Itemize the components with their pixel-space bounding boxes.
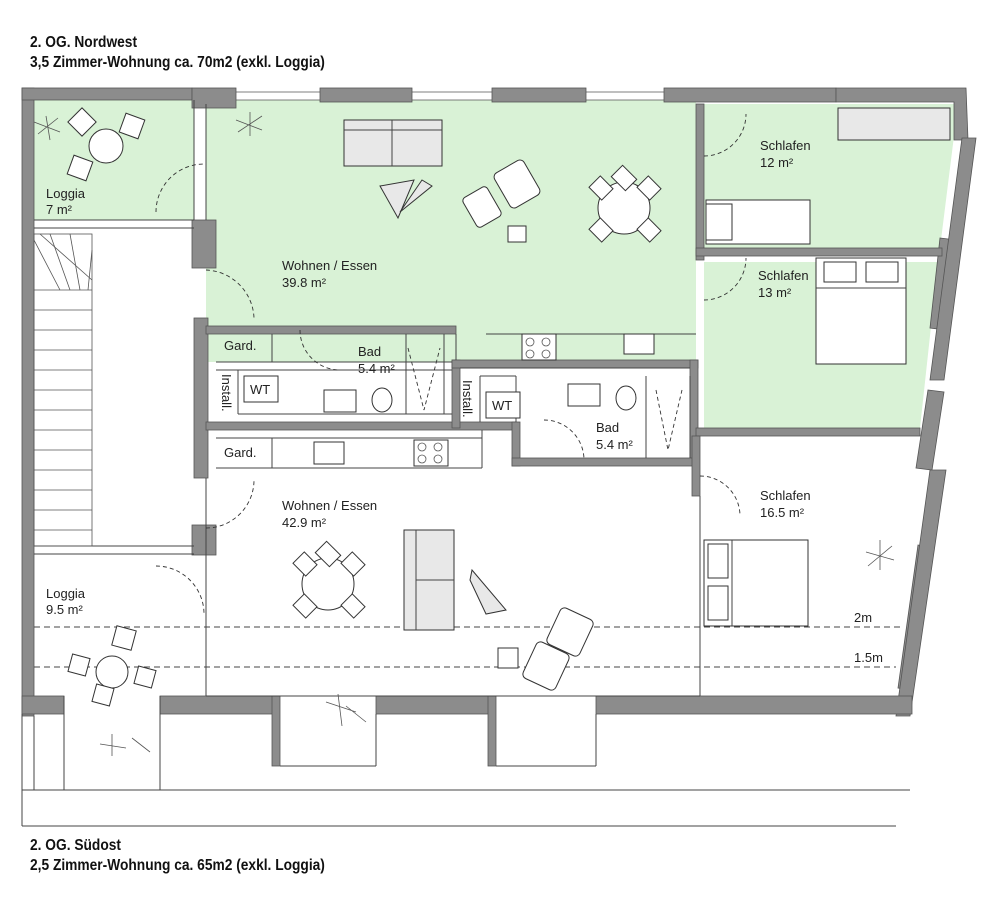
loggia-nw-area: 7 m² [46,202,73,217]
wohnen-so-area: 42.9 m² [282,515,327,530]
schlafen-13-name: Schlafen [758,268,809,283]
unit-title-suedost: 2,5 Zimmer-Wohnung ca. 65m2 (exkl. Loggi… [30,857,325,874]
schlafen-12-name: Schlafen [760,138,811,153]
schlafen-13-area: 13 m² [758,285,792,300]
wohnen-so-name: Wohnen / Essen [282,498,377,513]
floor-title-nordwest: 2. OG. Nordwest [30,34,138,51]
bad-so-name: Bad [596,420,619,435]
bad-nw-name: Bad [358,344,381,359]
install-nw-label: Install. [219,374,234,412]
doors [155,113,747,615]
loggia-so-name: Loggia [46,586,86,601]
loggia-so-area: 9.5 m² [46,602,84,617]
bad-nw-area: 5.4 m² [358,361,396,376]
wt-nw-label: WT [250,382,270,397]
schlafen-16-area: 16.5 m² [760,505,805,520]
schlafen-12-area: 12 m² [760,155,794,170]
wohnen-nw-name: Wohnen / Essen [282,258,377,273]
furniture [33,107,951,756]
unit-title-nordwest: 3,5 Zimmer-Wohnung ca. 70m2 (exkl. Loggi… [30,54,325,71]
outer-walls [21,87,977,767]
room-labels: Loggia 7 m² Wohnen / Essen 39.8 m² Schla… [46,138,883,665]
wt-so-label: WT [492,398,512,413]
height-lines [34,626,900,668]
header-top: 2. OG. Nordwest 3,5 Zimmer-Wohnung ca. 7… [30,33,373,73]
plan-lines [21,91,910,827]
gard-so-label: Gard. [224,445,257,460]
wohnen-nw-area: 39.8 m² [282,275,327,290]
header-bottom: 2. OG. Südost 2,5 Zimmer-Wohnung ca. 65m… [30,836,373,876]
floor-title-suedost: 2. OG. Südost [30,837,121,854]
install-so-label: Install. [460,380,475,418]
interior-walls [191,103,943,556]
bad-so-area: 5.4 m² [596,437,634,452]
height-15m-label: 1.5m [854,650,883,665]
schlafen-16-name: Schlafen [760,488,811,503]
height-2m-label: 2m [854,610,872,625]
gard-nw-label: Gard. [224,338,257,353]
loggia-nw-name: Loggia [46,186,86,201]
